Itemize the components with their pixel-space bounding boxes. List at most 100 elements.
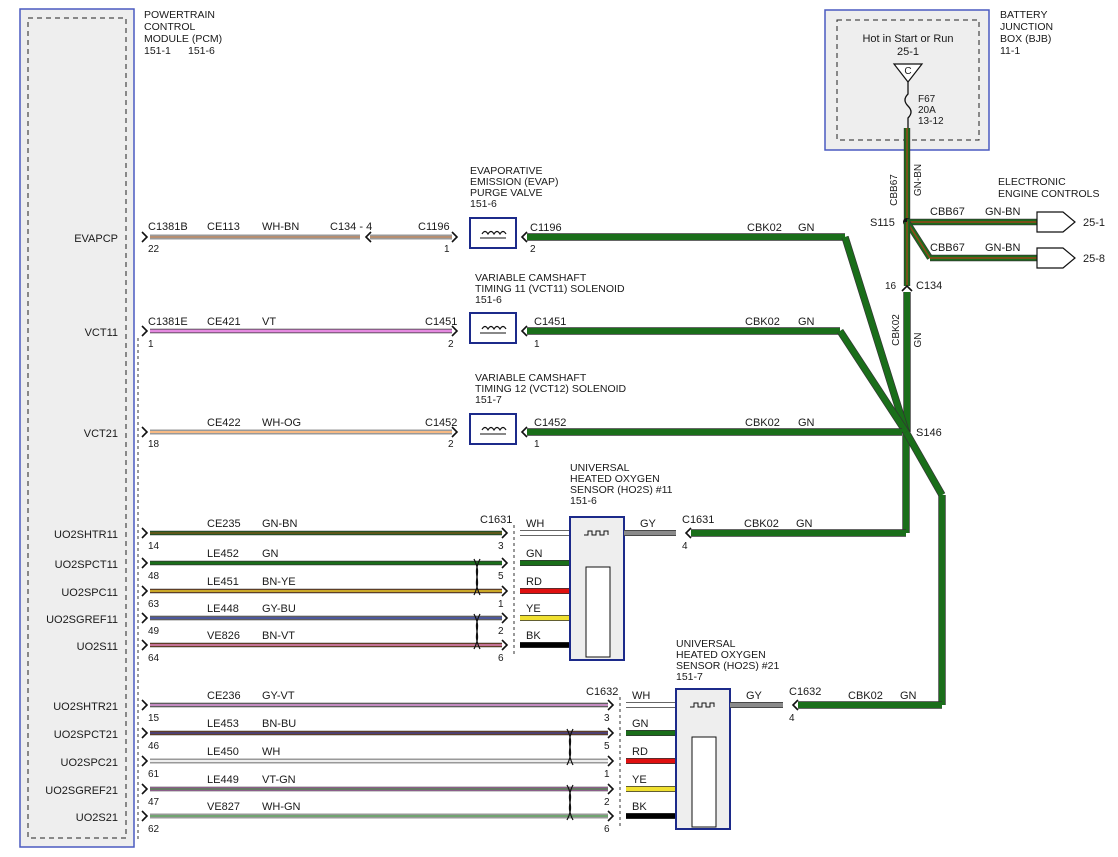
ho2s11-conn-pin: 6 — [498, 653, 504, 664]
ho2s11-pcm-chevron — [141, 639, 149, 651]
bjb-ref: 11-1 — [1000, 45, 1020, 57]
ho2s21-conn-chevron — [607, 727, 615, 739]
ho2s11-circuit: LE448 — [207, 603, 239, 615]
vct11-circuit: CE421 — [207, 316, 241, 328]
ho2s11-lead-label: YE — [526, 603, 541, 615]
ho2s11-conn-chevron — [501, 557, 509, 569]
branch-b-circuit: CBB67 — [930, 242, 965, 254]
vct11-title: VARIABLE CAMSHAFT — [475, 272, 587, 284]
ho2s11-title: SENSOR (HO2S) #11 — [570, 484, 673, 496]
bjb-hot-label: Hot in Start or Run — [862, 33, 953, 45]
branch-cbb67-b-slope-stripe — [906, 221, 931, 259]
ho2s21-signal: UO2SPC21 — [61, 757, 118, 769]
ho2s21-title: 151-7 — [676, 671, 703, 683]
ho2s21-pcm-chevron — [141, 810, 149, 822]
vct21-signal: VCT21 — [84, 428, 118, 440]
vct21-right-chevron — [520, 426, 528, 438]
eec-connector-2 — [1036, 247, 1076, 269]
ho2s21-pcm-chevron — [141, 755, 149, 767]
evap-color: WH-BN — [262, 221, 299, 233]
vct11-pcm-chevron — [141, 325, 149, 337]
vct11-signal: VCT11 — [85, 327, 118, 339]
evap-right-conn: C1196 — [530, 222, 562, 234]
evap-purge-valve — [469, 217, 517, 249]
trunk-lower-color: GN — [913, 333, 924, 348]
vct11-out-circuit: CBK02 — [745, 316, 780, 328]
vct11-diag-wire-base — [837, 329, 909, 434]
ho2s21-twist-1-b — [566, 728, 574, 766]
vct11-pcm-pin: 1 — [148, 339, 154, 350]
evap-right-pin: 2 — [530, 244, 536, 255]
vct11-right-chevron — [520, 325, 528, 337]
ho2s21-out-circuit: CBK02 — [848, 690, 883, 702]
ho2s21-conn-pin: 6 — [604, 824, 610, 835]
ho2s21-signal: UO2SPCT21 — [54, 729, 118, 741]
ho2s11-conn-chevron — [501, 585, 509, 597]
ho2s21-pcm-pin: 46 — [148, 741, 160, 752]
ho2s11-conn-pin: 5 — [498, 571, 504, 582]
eec-connector-1 — [1036, 211, 1076, 233]
ho2s11-conn-pin: 3 — [498, 541, 504, 552]
ho2s21-signal: UO2S21 — [76, 812, 118, 824]
ho2s11-color: GY-BU — [262, 603, 296, 615]
ho2s21-pcm-chevron — [141, 727, 149, 739]
ho2s11-out-conn: C1631 — [682, 514, 714, 526]
vct11-color: VT — [262, 316, 276, 328]
c134-chevron — [901, 284, 913, 292]
pcm-title: POWERTRAIN — [144, 9, 215, 21]
ho2s21-color: GY-VT — [262, 690, 295, 702]
ho2s11-conn-chevron — [501, 612, 509, 624]
ho2s11-conn-chevron — [501, 527, 509, 539]
ho2s21-title: UNIVERSAL — [676, 638, 736, 650]
evap-left-chevron — [451, 231, 459, 243]
ho2s11-circuit: CE235 — [207, 518, 241, 530]
vct11-diag-wire — [836, 328, 910, 435]
ho2s11-color: BN-YE — [262, 576, 296, 588]
trunk-lower-circuit: CBK02 — [891, 314, 902, 346]
splice-s115-label: S115 — [870, 217, 895, 229]
branch-cbb67-b-slope — [904, 220, 933, 260]
vct21-pcm-chevron — [141, 426, 149, 438]
ho2s11-out-pin: 4 — [682, 541, 688, 552]
vct11-left-chevron — [451, 325, 459, 337]
ho2s11-lead-label: BK — [526, 630, 541, 642]
ho2s11-color: BN-VT — [262, 630, 295, 642]
ho2s11-conn-pin: 1 — [498, 599, 504, 610]
ho2s11-pcm-pin: 64 — [148, 653, 160, 664]
ho2s21-twist-1 — [566, 728, 574, 766]
ho2s21-pcm-chevron — [141, 783, 149, 795]
fuse-f67 — [904, 82, 912, 128]
ho2s11-conn-pin: 2 — [498, 626, 504, 637]
ho2s11-pcm-pin: 49 — [148, 626, 160, 637]
pcm-ref-1: 151-1 — [144, 45, 171, 57]
vct11-title: 151-6 — [475, 294, 502, 306]
ho2s11-pcm-pin: 48 — [148, 571, 160, 582]
branch-b-color: GN-BN — [985, 242, 1021, 254]
ho2s21-gy-label: GY — [746, 690, 763, 702]
branch-a-color: GN-BN — [985, 206, 1021, 218]
ho2s11-out-chevron — [684, 527, 692, 539]
pcm-ref-2: 151-6 — [188, 45, 215, 57]
ho2s21-lead-label: BK — [632, 801, 647, 813]
vct21-left-conn: C1452 — [425, 417, 457, 429]
evap-right-chevron — [520, 231, 528, 243]
evap-diag-wire-base — [842, 236, 909, 433]
ho2s11-pcm-chevron — [141, 527, 149, 539]
ho2s21-circuit: LE450 — [207, 746, 239, 758]
s146-diag-wire — [902, 430, 946, 497]
ho2s21-pcm-pin: 61 — [148, 769, 160, 780]
ho2s21-conn-pin: 1 — [604, 769, 610, 780]
ho2s21-out-conn: C1632 — [789, 686, 821, 698]
ho2s11-out-circuit: CBK02 — [744, 518, 779, 530]
vct11-left-pin: 2 — [448, 339, 454, 350]
vct21-title: 151-7 — [475, 394, 502, 406]
ho2s11-gy-label: GY — [640, 518, 657, 530]
bjb-title: JUNCTION — [1000, 21, 1053, 33]
evap-pcm-chevron — [141, 231, 149, 243]
evap-left-conn: C1196 — [418, 221, 450, 233]
vct11-pcm-conn: C1381E — [148, 316, 188, 328]
ho2s21-twist-2-b — [566, 784, 574, 821]
ho2s21-heater — [690, 702, 715, 708]
vct21-solenoid — [469, 413, 517, 445]
